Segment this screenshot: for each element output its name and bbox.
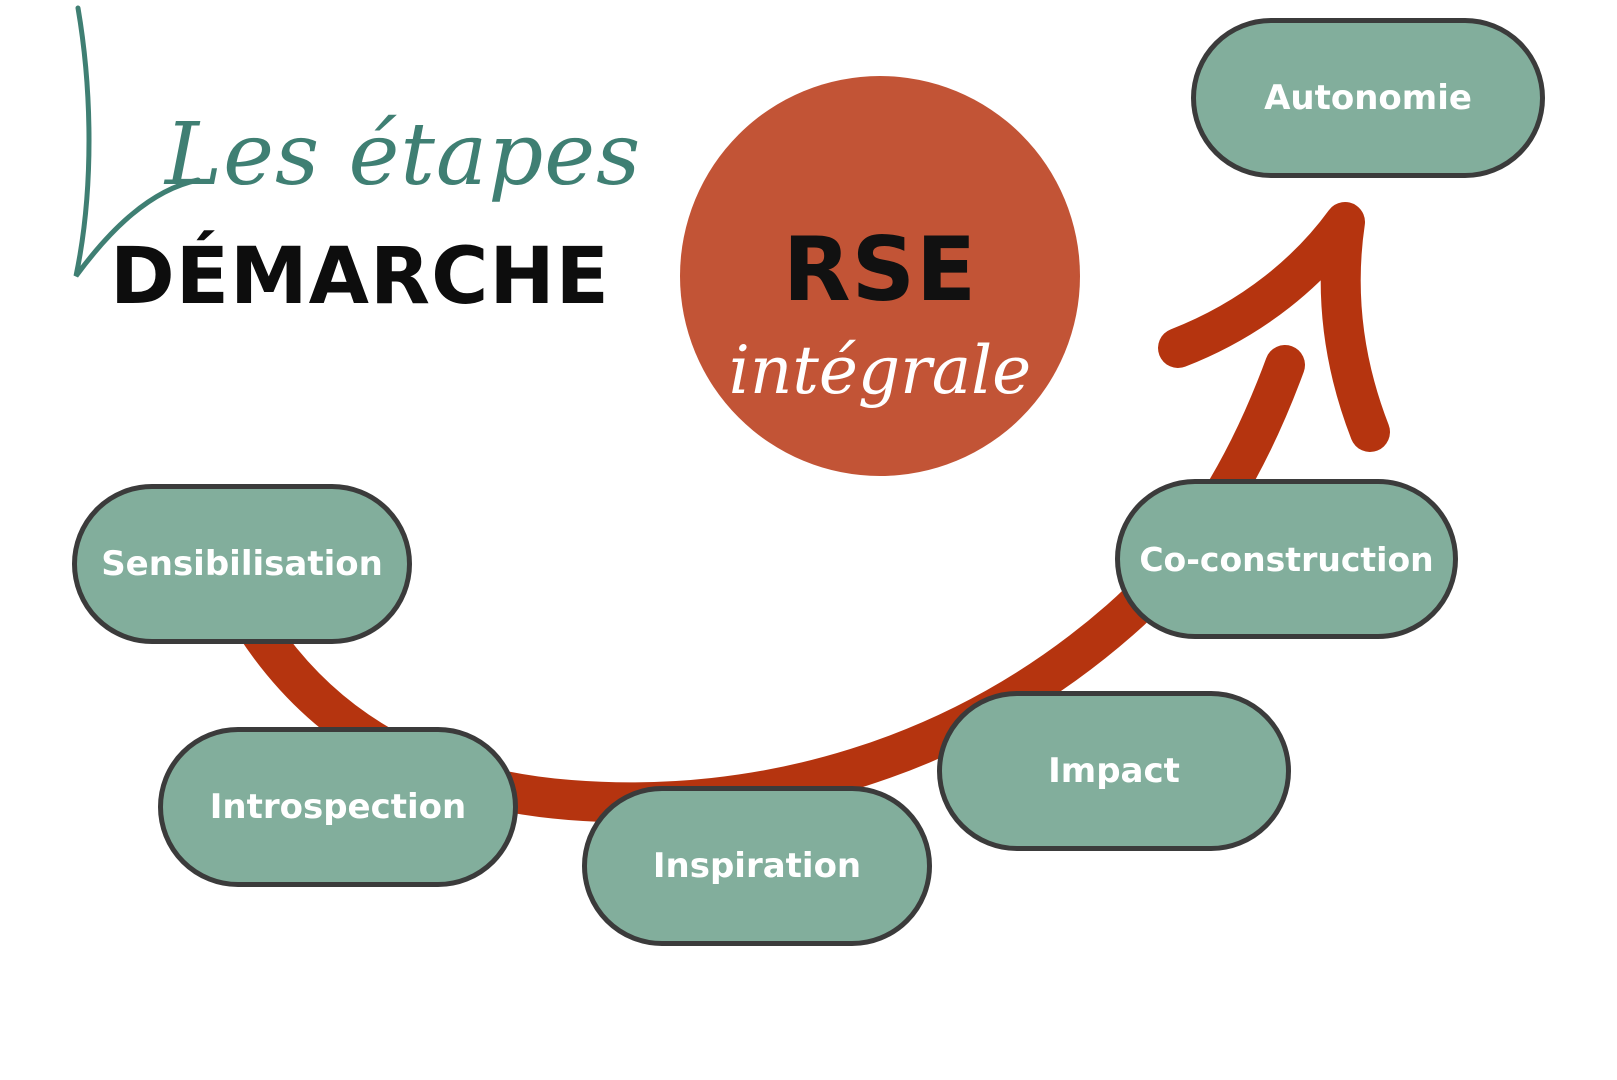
step-impact: Impact xyxy=(937,691,1291,851)
title-flourish xyxy=(73,5,201,278)
title-heading: DÉMARCHE xyxy=(110,232,610,322)
badge-main-text: RSE xyxy=(782,218,978,321)
step-inspiration: Inspiration xyxy=(582,786,932,946)
step-sensibilisation: Sensibilisation xyxy=(72,484,412,644)
step-introspection: Introspection xyxy=(158,727,518,887)
step-autonomie: Autonomie xyxy=(1191,18,1545,178)
step-co-construction: Co-construction xyxy=(1115,479,1458,639)
badge-sub-text: intégrale xyxy=(728,332,1032,409)
title-script: Les étapes xyxy=(165,105,642,205)
arrow-head-icon xyxy=(1158,202,1390,452)
rse-badge: RSE intégrale xyxy=(680,76,1080,476)
